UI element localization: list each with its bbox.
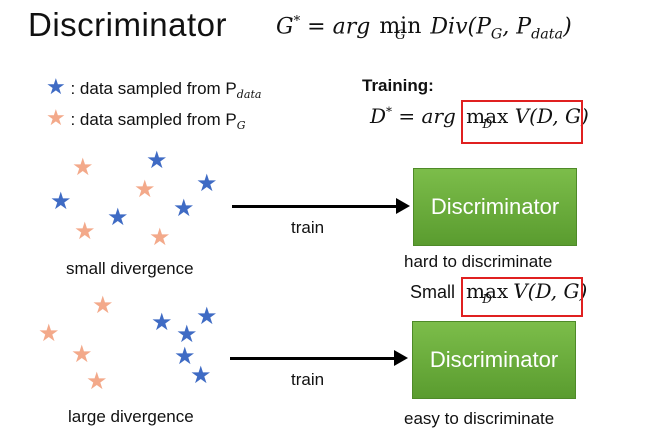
- blue-star-icon: ★: [146, 147, 168, 174]
- legend-orange-text: : data sampled from P: [70, 110, 237, 129]
- legend-blue: ★ : data sampled from Pdata: [46, 74, 262, 101]
- orange-star-icon: ★: [46, 105, 66, 130]
- slide-title: Discriminator: [28, 6, 228, 43]
- train-arrow-top: [232, 205, 398, 208]
- blue-star-icon: ★: [173, 195, 195, 222]
- discriminator-box-bottom: Discriminator: [412, 321, 576, 399]
- blue-star-icon: ★: [151, 309, 173, 336]
- blue-star-icon: ★: [196, 303, 218, 330]
- train-label-bottom: train: [291, 370, 325, 389]
- training-label: Training:: [362, 76, 434, 95]
- discriminator-box-top: Discriminator: [413, 168, 577, 246]
- blue-star-icon: ★: [50, 188, 72, 215]
- train-label-top: train: [291, 218, 325, 237]
- orange-star-icon: ★: [38, 320, 60, 347]
- orange-star-icon: ★: [86, 368, 108, 395]
- large-divergence-label: large divergence: [68, 407, 194, 426]
- legend-orange: ★ : data sampled from PG: [46, 105, 246, 132]
- easy-to-discriminate-label: easy to discriminate: [404, 409, 555, 428]
- blue-star-icon: ★: [46, 74, 66, 99]
- orange-star-icon: ★: [71, 341, 93, 368]
- arrowhead-icon: [396, 198, 410, 214]
- legend-blue-text: : data sampled from P: [70, 79, 237, 98]
- orange-star-icon: ★: [72, 154, 94, 181]
- blue-star-icon: ★: [190, 362, 212, 389]
- orange-star-icon: ★: [74, 218, 96, 245]
- blue-star-icon: ★: [176, 321, 198, 348]
- orange-star-icon: ★: [134, 176, 156, 203]
- hard-to-discriminate-label: hard to discriminate: [404, 252, 553, 271]
- highlight-box-small: [461, 277, 583, 317]
- highlight-box-training: [461, 100, 583, 144]
- small-divergence-label: small divergence: [66, 259, 194, 278]
- orange-star-icon: ★: [92, 292, 114, 319]
- arrowhead-icon: [394, 350, 408, 366]
- train-arrow-bottom: [230, 357, 396, 360]
- blue-star-icon: ★: [196, 170, 218, 197]
- orange-star-icon: ★: [149, 224, 171, 251]
- blue-star-icon: ★: [174, 343, 196, 370]
- blue-star-icon: ★: [107, 204, 129, 231]
